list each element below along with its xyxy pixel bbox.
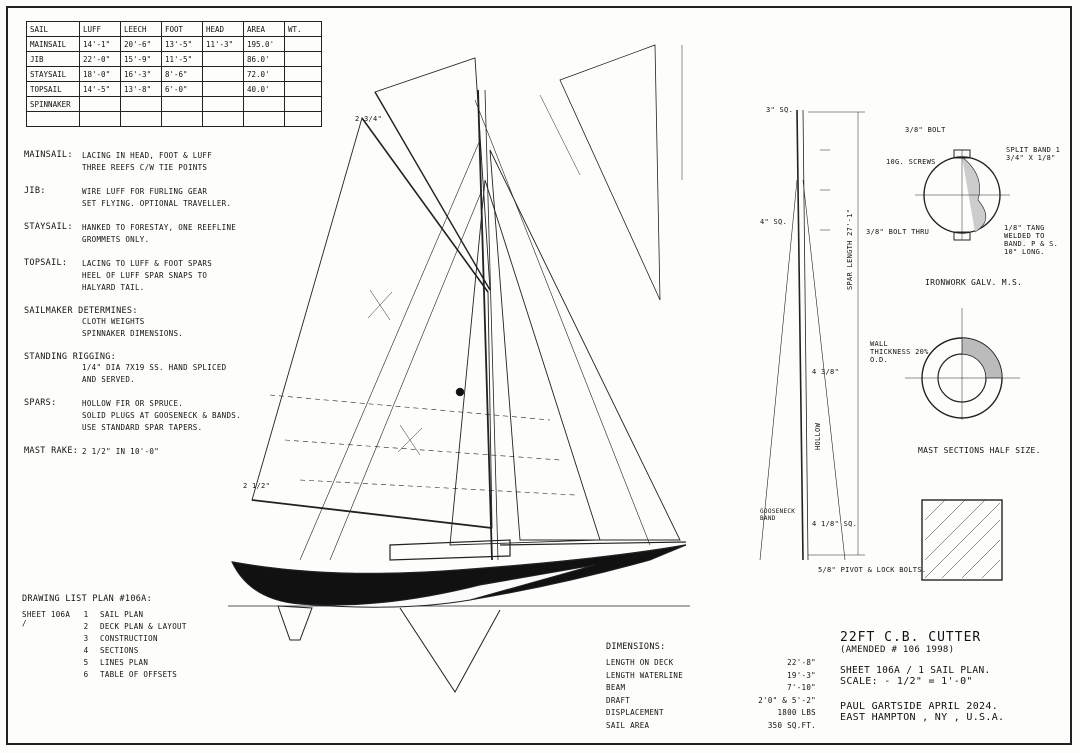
- note-sailmaker: Sailmaker determines:Cloth weightsSpinna…: [24, 306, 184, 338]
- list-item: 6Table of offsets: [83, 670, 178, 679]
- label-gooseneck: Gooseneck band: [760, 508, 796, 522]
- cabin: [389, 539, 511, 561]
- note-mast-rake: Mast rake:2 1/2" in 10'-0": [24, 446, 160, 456]
- dim-label: 2 3/4": [355, 115, 383, 123]
- square-mast-section: [921, 499, 1003, 581]
- label-split-band: Split band 1 3/4" x 1/8": [1006, 146, 1061, 162]
- jib: [489, 149, 681, 541]
- note-staysail: Staysail:Hanked to forestay, one reeflin…: [24, 222, 237, 244]
- sheet-label: Sheet 106A / 1 Sail Plan.: [840, 665, 991, 676]
- drawing-border: [6, 6, 1072, 745]
- table-row: Staysail18'-0"16'-3"8'-6"72.0': [26, 66, 322, 82]
- title-block: 22ft C.B. Cutter (Amended # 106 1998) Sh…: [840, 630, 1060, 723]
- note-topsail: Topsail:Lacing to luff & foot sparsheel …: [24, 258, 213, 292]
- table-header-row: Sail Luff Leech Foot Head Area Wt.: [26, 21, 322, 37]
- dimension-row: Displacement1800 lbs: [606, 708, 816, 717]
- list-item: 5Lines plan: [83, 658, 149, 667]
- note-mainsail: Mainsail:Lacing in head, foot & luffthre…: [24, 150, 213, 172]
- dimension-row: Sail area350 sq.ft.: [606, 720, 816, 730]
- sail-table: Sail Luff Leech Foot Head Area Wt. Mains…: [26, 21, 322, 127]
- location: East Hampton , NY , U.S.A.: [840, 712, 1005, 723]
- table-row: Topsail14'-5"13'-8"6'-0"40.0': [26, 81, 322, 97]
- bowsprit: [499, 541, 687, 546]
- note-standing-rigging: Standing rigging:1/4" dia 7x19 SS. Hand …: [24, 352, 227, 384]
- table-row: Mainsail14'-1"20'-6"13'-5"11'-3"195.0': [26, 36, 322, 52]
- centreboard: [399, 607, 501, 693]
- dimension-row: Length waterline19'-3": [606, 670, 816, 680]
- note-jib: Jib:Wire luff for furling gearset flying…: [24, 186, 232, 208]
- label-wall-thickness: Wall thickness 20% O.D.: [870, 340, 929, 364]
- label-sheaves: 10g. screws: [886, 158, 936, 166]
- dimension-row: Draft2'0" & 5'-2": [606, 695, 816, 705]
- staysail: [449, 179, 601, 546]
- label-bolt-thru: 3/8" bolt thru: [866, 228, 930, 236]
- label-pivot-bolts: 5/8" pivot & lock bolts.: [818, 566, 927, 574]
- dim-label: 4" sq.: [760, 218, 788, 226]
- dimension-row: Length on deck22'-8": [606, 658, 816, 667]
- reef-lines: [269, 394, 576, 496]
- dim-label: 4 1/8" sq.: [812, 520, 858, 528]
- table-row: [26, 111, 322, 127]
- label-spar-length: Spar length 27'-1": [846, 208, 854, 290]
- topsail: [374, 57, 491, 291]
- dimensions-block: Dimensions: Length on deck22'-8" Length …: [606, 642, 816, 733]
- note-spars: Spars:Hollow fir or spruce.Solid plugs a…: [24, 398, 241, 432]
- designer-signature: Paul Gartside April 2024.: [840, 701, 999, 712]
- mast-elevation: [796, 109, 804, 561]
- dim-label: 2 1/2": [243, 482, 271, 490]
- label-ironwork: Ironwork Galv. M.S.: [925, 278, 1023, 287]
- list-item: Sheet 106A /1Sail plan: [22, 610, 144, 628]
- list-item: 4Sections: [83, 646, 139, 655]
- drawing-title: 22ft C.B. Cutter: [840, 630, 982, 645]
- rudder: [277, 605, 313, 641]
- label-mast-sections: Mast sections half size.: [918, 446, 1041, 455]
- main-mast: [477, 89, 493, 561]
- dim-label: 4 3/8": [812, 368, 840, 376]
- drawing-list: Drawing list plan #106A: Sheet 106A /1Sa…: [22, 594, 187, 682]
- label-tang: 1/8" tang welded to band. P & S. 10" lon…: [1004, 224, 1059, 256]
- label-band-bolt: 3/8" bolt: [905, 126, 946, 134]
- scale-label: Scale: - 1/2" = 1'-0": [840, 676, 973, 687]
- table-row: Spinnaker: [26, 96, 322, 112]
- amended-note: (Amended # 106 1998): [840, 645, 955, 655]
- list-item: 2Deck plan & layout: [83, 622, 187, 631]
- list-item: 3Construction: [83, 634, 158, 643]
- table-row: Jib22'-0"15'-9"11'-5"86.0': [26, 51, 322, 67]
- notes-block: Mainsail:Lacing in head, foot & luffthre…: [24, 150, 244, 470]
- dimension-row: Beam7'-10": [606, 683, 816, 692]
- detail-sail: [559, 44, 661, 301]
- mainsail: [251, 116, 493, 529]
- label-hollow: Hollow: [814, 422, 822, 450]
- dim-label: 3" sq.: [766, 106, 794, 114]
